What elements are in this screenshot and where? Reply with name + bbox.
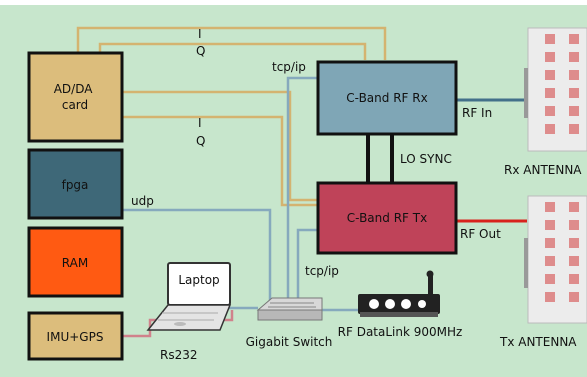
- tcpip-label-top: tcp/ip: [272, 60, 306, 74]
- tx-antenna-icon: [524, 196, 587, 323]
- rs232-label: Rs232: [160, 348, 198, 362]
- rf-tx-label: C-Band RF Tx: [347, 211, 427, 225]
- rf-in-label: RF In: [462, 106, 492, 120]
- gigabit-switch-icon: [258, 298, 322, 320]
- i-label-mid: I: [198, 116, 202, 130]
- q-label-top: Q: [196, 44, 205, 58]
- rf-out-label: RF Out: [460, 227, 501, 241]
- ram-label: RAM: [62, 256, 88, 270]
- iq-wire-top-inner: [100, 44, 365, 60]
- imu-gps-label: IMU+GPS: [47, 330, 104, 344]
- rf-datalink-label: RF DataLink 900MHz: [338, 325, 463, 339]
- rx-antenna-label: Rx ANTENNA: [504, 163, 582, 177]
- lo-sync-label: LO SYNC: [400, 152, 452, 166]
- gigabit-switch-label: Gigabit Switch: [246, 335, 333, 349]
- tx-antenna-label: Tx ANTENNA: [499, 335, 577, 349]
- rx-antenna-icon: [524, 28, 587, 151]
- laptop-label: Laptop: [178, 273, 219, 287]
- i-label-top: I: [198, 27, 202, 41]
- q-label-mid: Q: [196, 134, 205, 148]
- rf-datalink-icon: [358, 271, 440, 318]
- rf-rx-label: C-Band RF Rx: [346, 91, 427, 105]
- fpga-label: fpga: [62, 178, 89, 192]
- adda-card-block: [29, 53, 122, 141]
- udp-label: udp: [131, 194, 154, 208]
- tcpip-label-bottom: tcp/ip: [305, 264, 339, 278]
